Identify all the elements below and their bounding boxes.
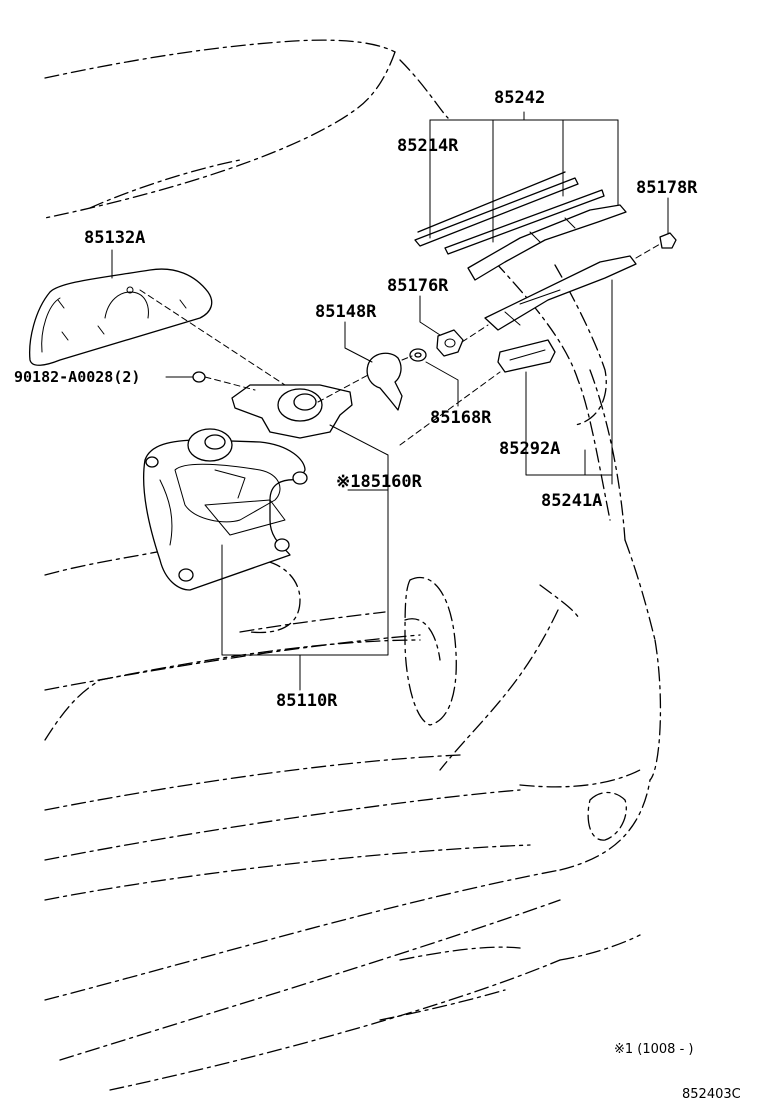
callout-85242: 85242: [494, 88, 546, 108]
footnote: ※1 (1008 - ): [614, 1042, 694, 1057]
callout-85148R: 85148R: [315, 302, 377, 322]
wiper-cover-part: [29, 268, 213, 366]
callout-85132A: 85132A: [84, 228, 146, 248]
callout-85110R: 85110R: [276, 691, 338, 711]
leader-lines: [111, 111, 669, 691]
diagram-code: 852403C: [682, 1087, 741, 1102]
small-parts: [192, 232, 677, 411]
callout-85160R: ※185160R: [336, 472, 422, 492]
wiper-motor-assembly: [143, 384, 353, 591]
wiper-arm-and-blade: [414, 171, 637, 331]
callout-85214R: 85214R: [397, 136, 459, 156]
callout-85292A: 85292A: [499, 439, 561, 459]
callout-85168R: 85168R: [430, 408, 492, 428]
callout-85176R: 85176R: [387, 276, 449, 296]
callout-85178R: 85178R: [636, 178, 698, 198]
callout-90182-A0028: 90182-A0028(2): [14, 368, 141, 386]
callout-85241A: 85241A: [541, 491, 603, 511]
vehicle-body-outline: [44, 39, 662, 1091]
